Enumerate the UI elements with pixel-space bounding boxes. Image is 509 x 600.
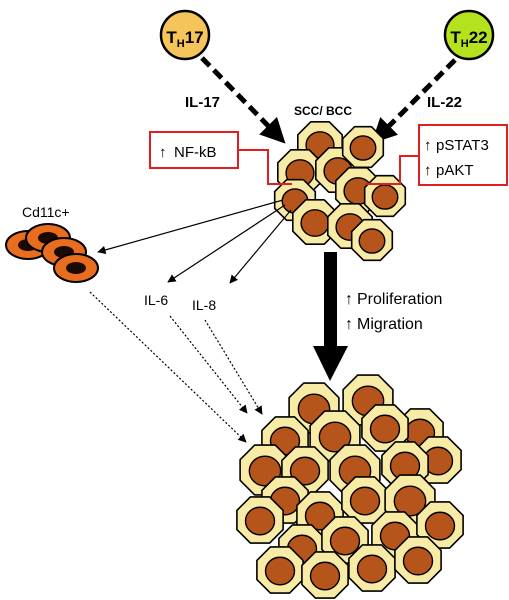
tumor-cell xyxy=(301,551,349,599)
il8-label: IL-8 xyxy=(192,297,216,313)
tumor-cell xyxy=(350,218,394,262)
tumor-cell xyxy=(381,441,429,489)
proliferation-up-arrow: ↑ xyxy=(345,291,353,308)
tumor-cell xyxy=(256,546,304,594)
progression-arrow xyxy=(313,252,348,381)
th17-cell: TH17 xyxy=(159,9,211,61)
tumor-cell xyxy=(416,501,464,549)
th22-label: TH22 xyxy=(450,28,487,50)
arrow-to-il6 xyxy=(167,204,286,283)
nfkb-connector xyxy=(238,149,292,185)
cd11c-label: Cd11c+ xyxy=(22,204,70,220)
small-tumor-cluster xyxy=(273,121,407,262)
th22-cell: TH22 xyxy=(443,9,495,61)
tumor-cell xyxy=(236,496,284,544)
il22-dashed-arrow xyxy=(371,58,457,144)
tumor-label: SCC/ BCC xyxy=(294,104,352,118)
arrow-to-cd11c xyxy=(97,199,284,254)
th17-circle xyxy=(159,9,211,61)
pstat-box-outline xyxy=(418,124,508,186)
pstat3-text: pSTAT3 xyxy=(436,137,489,154)
pstat3-pakt-box: ↑ pSTAT3 ↑ pAKT xyxy=(418,124,508,186)
dotted-arrow-cd11c xyxy=(89,291,247,443)
dotted-arrow-il8 xyxy=(204,319,263,415)
pstat-connector xyxy=(365,155,419,185)
tumor-cell xyxy=(291,199,339,245)
pstat3-up-arrow: ↑ xyxy=(424,137,432,154)
large-tumor-cluster xyxy=(236,374,464,599)
tumor-cell xyxy=(341,125,385,169)
tumor-cell xyxy=(341,476,389,524)
th22-circle xyxy=(443,9,495,61)
migration-label: Migration xyxy=(357,316,423,333)
migration-up-arrow: ↑ xyxy=(345,316,353,333)
tumor-cell xyxy=(361,404,409,452)
proliferation-label: Proliferation xyxy=(357,291,442,308)
il17-label: IL-17 xyxy=(185,94,220,111)
tumor-cell xyxy=(348,544,396,592)
il22-label: IL-22 xyxy=(427,94,462,111)
tumor-cell xyxy=(363,174,407,218)
il17-dashed-arrow xyxy=(200,56,286,144)
dendritic-cell xyxy=(53,253,99,283)
tumor-cell xyxy=(394,536,442,584)
pakt-text: pAKT xyxy=(436,162,474,179)
il6-label: IL-6 xyxy=(144,292,168,308)
arrow-to-il8 xyxy=(229,209,292,284)
nfkb-up-arrow: ↑ xyxy=(159,144,167,161)
dotted-arrow-il6 xyxy=(169,315,248,414)
pakt-up-arrow: ↑ xyxy=(424,162,432,179)
cd11c-cells xyxy=(5,223,99,283)
nfkb-box-outline xyxy=(149,131,239,169)
nfkb-box: ↑ NF-kB xyxy=(149,131,239,169)
nfkb-text: NF-kB xyxy=(174,144,217,161)
th17-label: TH17 xyxy=(166,28,203,50)
